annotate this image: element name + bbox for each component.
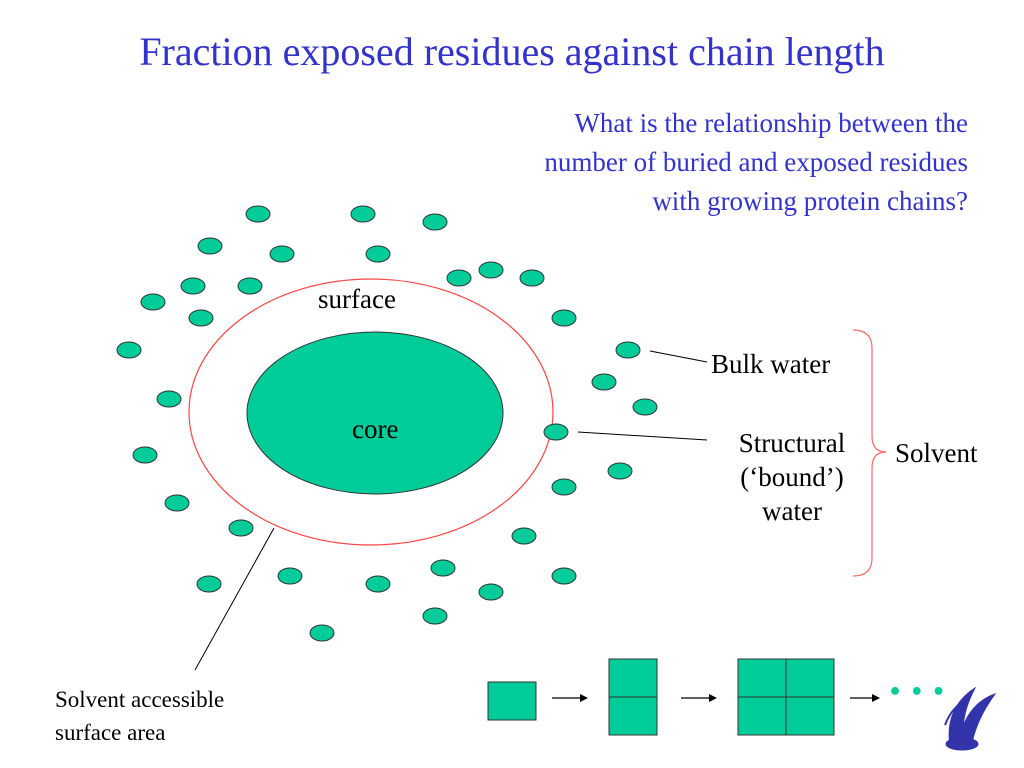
water-molecule — [591, 373, 617, 391]
water-molecule — [245, 205, 271, 223]
water-molecule — [180, 277, 206, 295]
core-ellipse — [246, 331, 504, 495]
solvent-brace — [852, 329, 887, 577]
sasa-label-line1: Solvent accessible — [55, 687, 225, 712]
square-2x2-tr — [785, 658, 835, 698]
water-molecule — [196, 575, 222, 593]
bulk-water-leader — [649, 350, 708, 363]
water-molecule — [309, 624, 335, 642]
water-molecule — [446, 269, 472, 287]
square-2x2-bl — [737, 696, 787, 736]
water-molecule — [132, 446, 158, 464]
solvent-label: Solvent — [895, 438, 978, 468]
water-molecule — [116, 341, 142, 359]
water-molecule — [156, 390, 182, 408]
surface-label: surface — [318, 284, 396, 314]
core-label: core — [352, 414, 399, 444]
structural-water-label-line2: (‘bound’) — [740, 462, 844, 492]
water-molecules — [116, 205, 658, 642]
water-molecule — [365, 575, 391, 593]
sasa-leader — [194, 527, 275, 671]
bulk-water-label: Bulk water — [711, 349, 831, 379]
square-2x2-br — [785, 696, 835, 736]
continuation-ellipsis: • • • — [888, 680, 946, 705]
surface-outline — [188, 278, 554, 546]
slide-title: Fraction exposed residues against chain … — [139, 29, 885, 74]
water-molecule — [365, 245, 391, 263]
water-molecule — [607, 462, 633, 480]
water-molecule — [197, 237, 223, 255]
water-molecule — [430, 559, 456, 577]
arrow-2-head — [709, 694, 717, 702]
water-molecule — [422, 607, 448, 625]
water-molecule — [269, 245, 295, 263]
square-1x2-top — [608, 658, 658, 698]
arrow-1-head — [580, 694, 588, 702]
question-text: What is the relationship between the num… — [544, 108, 968, 216]
water-molecule — [632, 398, 658, 416]
water-molecule — [277, 567, 303, 585]
square-2x2-tl — [737, 658, 787, 698]
water-molecule — [478, 261, 504, 279]
water-molecule — [551, 478, 577, 496]
structural-water-leader — [577, 431, 708, 441]
structural-water-label-line1: Structural — [738, 428, 846, 458]
water-molecule — [551, 567, 577, 585]
square-1x1 — [487, 681, 537, 721]
water-molecule — [188, 309, 214, 327]
water-molecule — [615, 341, 641, 359]
water-molecule — [543, 423, 569, 441]
water-molecule — [511, 527, 537, 545]
water-molecule — [350, 205, 376, 223]
water-molecule — [519, 269, 545, 287]
structural-water-label-line3: water — [762, 496, 822, 526]
water-molecule — [164, 494, 190, 512]
sasa-label: Solvent accessible surface area — [55, 683, 224, 749]
arrow-3-head — [872, 694, 880, 702]
growth-sequence — [487, 658, 835, 736]
water-molecule — [228, 519, 254, 537]
water-molecule — [140, 293, 166, 311]
growth-arrows — [552, 694, 880, 702]
sasa-label-line2: surface area — [55, 720, 166, 745]
water-molecule — [551, 309, 577, 327]
square-1x2-bottom — [608, 696, 658, 736]
structural-water-label: Structural (‘bound’) water — [712, 426, 872, 528]
water-molecule — [478, 583, 504, 601]
water-molecule — [422, 213, 448, 231]
university-logo-icon — [944, 686, 997, 751]
water-molecule — [237, 277, 263, 295]
